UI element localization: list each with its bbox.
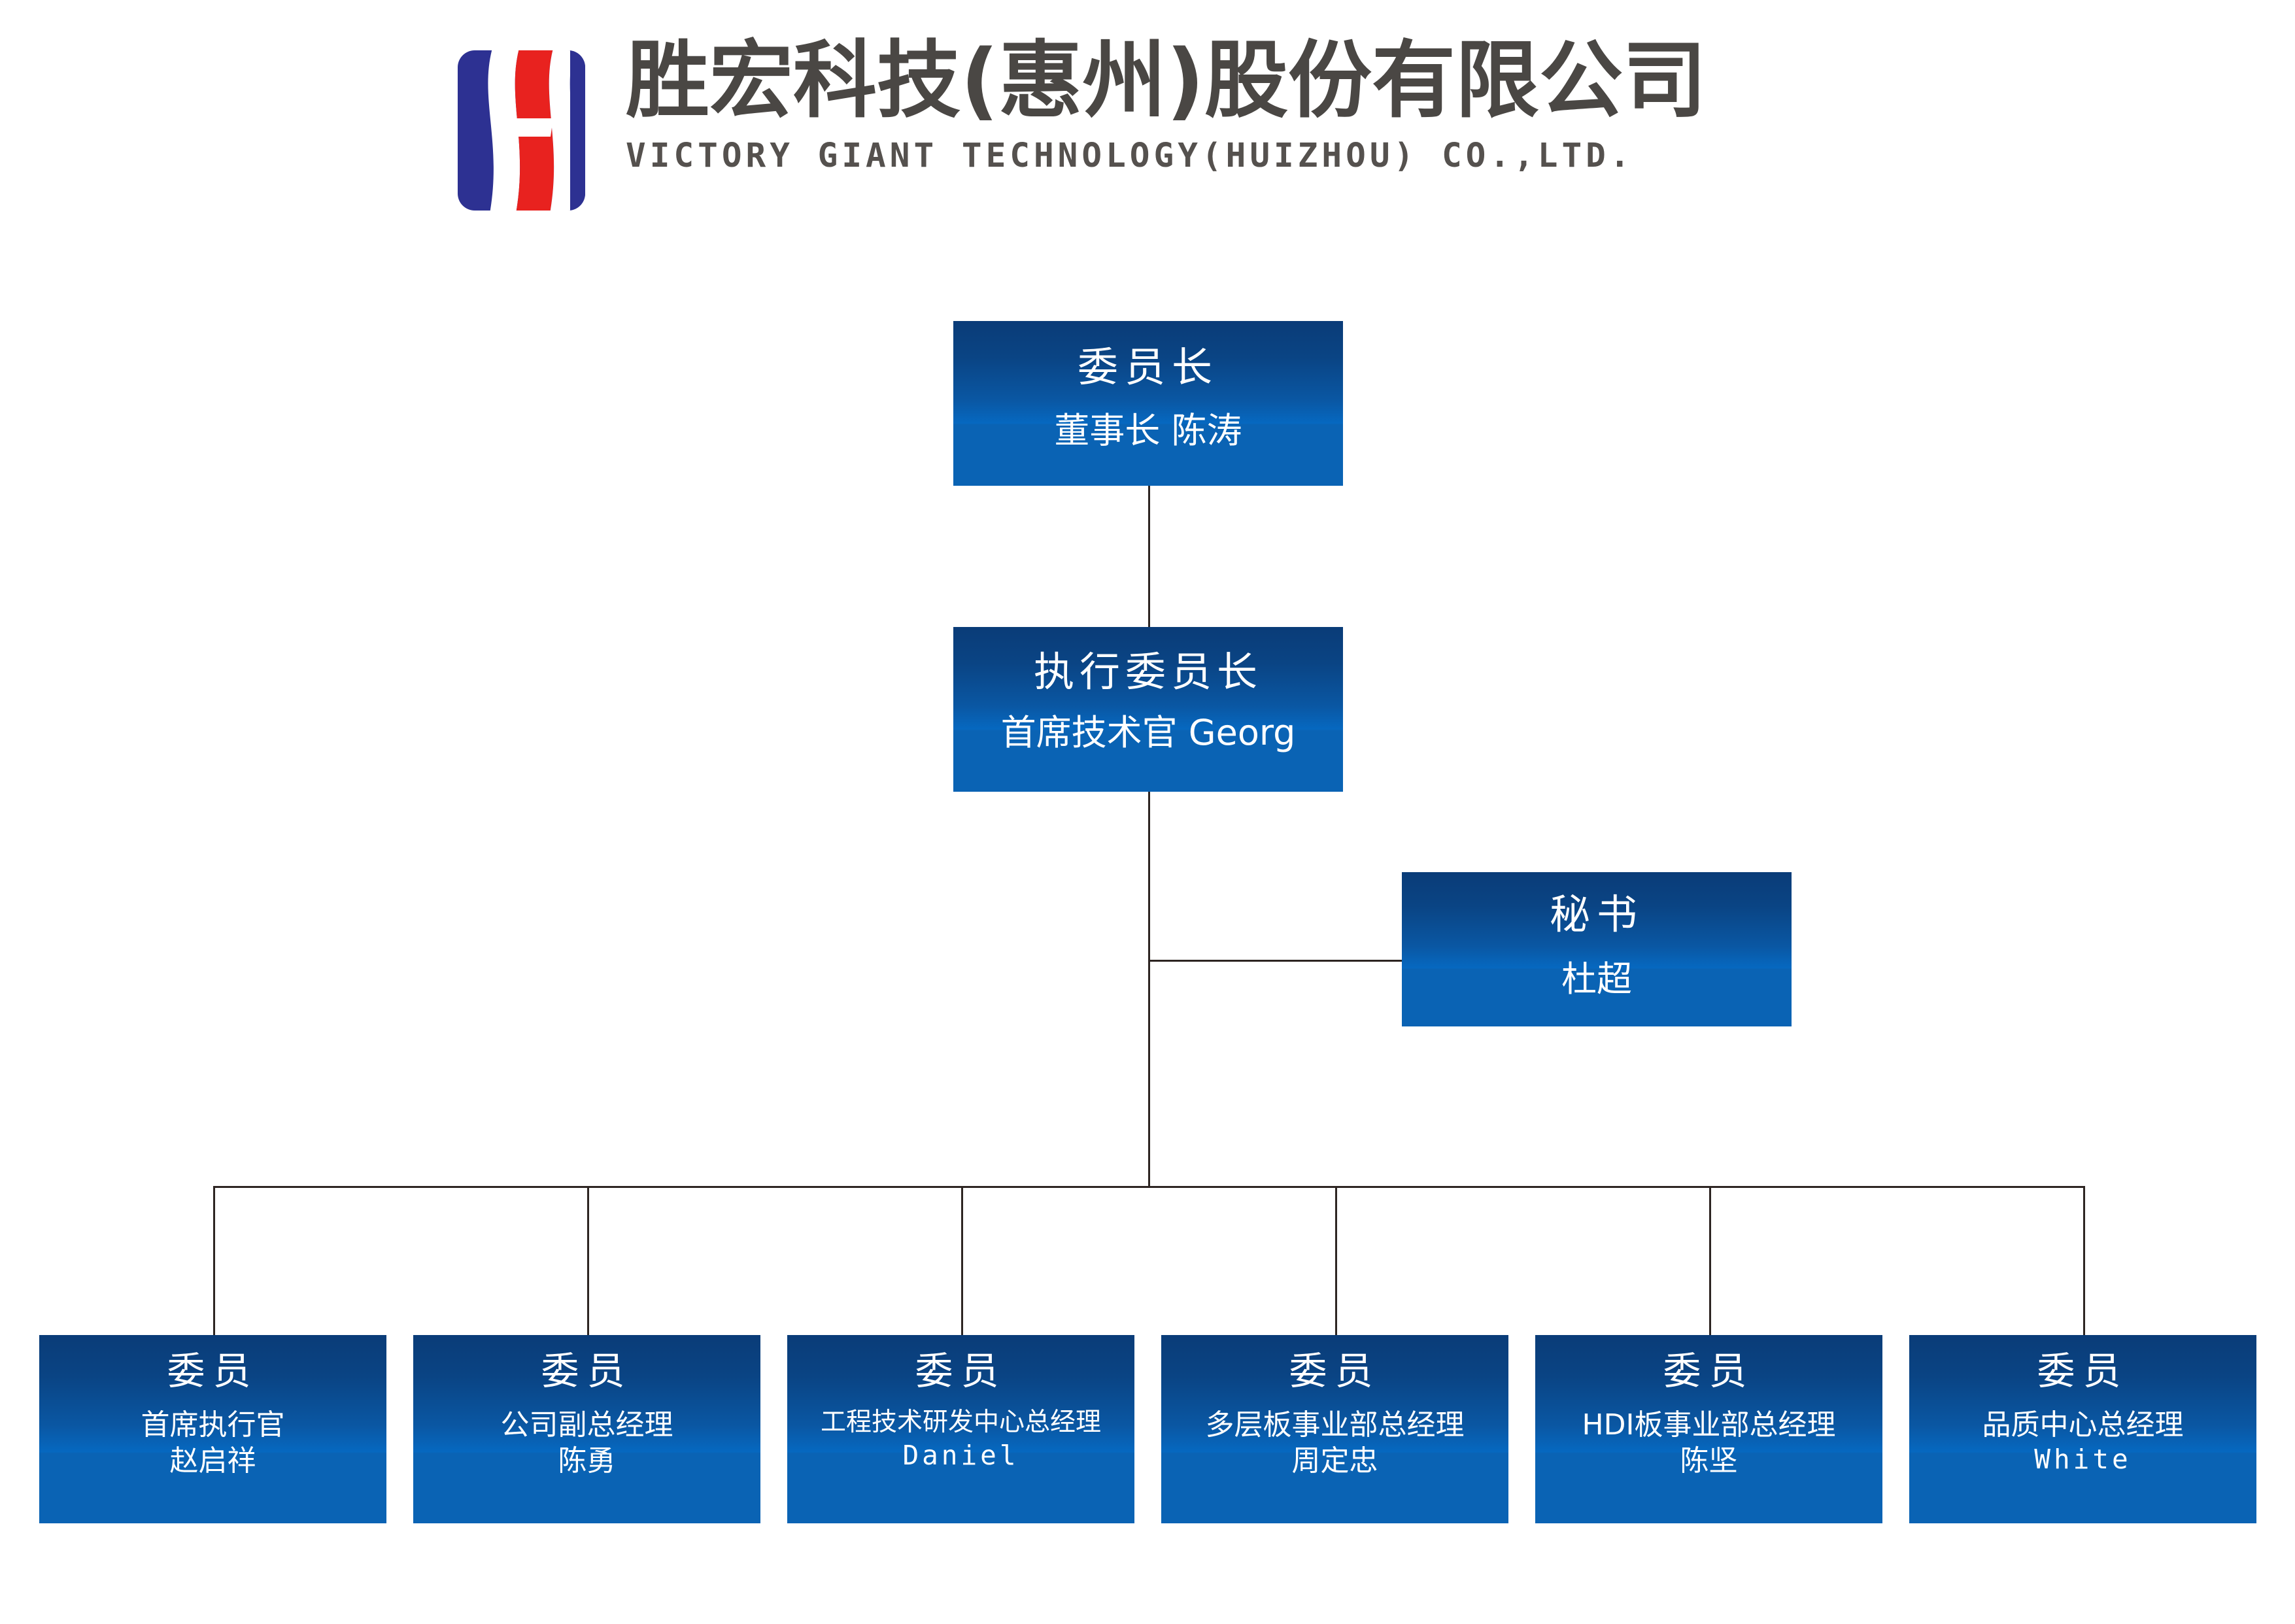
node-member-2-name: 陈勇 [558,1444,616,1478]
node-executive-chairman[interactable]: 执行委员长 首席技术官 Georg [953,627,1343,792]
connector-drop-member-2 [587,1186,589,1335]
connector-chairman-to-executive [1148,486,1150,627]
node-member-5-name: 陈坚 [1680,1444,1738,1478]
node-member-3-title: 委员 [915,1349,1007,1393]
node-member-5[interactable]: 委员 HDI板事业部总经理 陈坚 [1535,1335,1882,1523]
node-secretary-subtitle: 杜超 [1561,958,1632,1000]
node-member-1[interactable]: 委员 首席执行官 赵启祥 [39,1335,386,1523]
node-member-4-title: 委员 [1289,1349,1381,1393]
node-executive-title: 执行委员长 [1033,648,1263,696]
brand-text-block: 胜宏科技(惠州)股份有限公司 VICTORY GIANT TECHNOLOGY(… [626,32,1707,176]
node-member-4-role: 多层板事业部总经理 [1205,1408,1465,1442]
node-member-3[interactable]: 委员 工程技术研发中心总经理 Daniel [787,1335,1134,1523]
node-executive-subtitle: 首席技术官 Georg [1000,712,1296,753]
node-chairman-title: 委员长 [1077,343,1219,391]
node-member-1-title: 委员 [167,1349,259,1393]
node-member-6-title: 委员 [2037,1349,2129,1393]
victory-giant-logo-icon [458,50,585,211]
node-member-5-role: HDI板事业部总经理 [1582,1408,1836,1442]
node-member-6-role: 品质中心总经理 [1982,1408,2184,1442]
node-member-4-name: 周定忠 [1291,1444,1378,1478]
connector-drop-member-3 [961,1186,963,1335]
company-header: 胜宏科技(惠州)股份有限公司 VICTORY GIANT TECHNOLOGY(… [458,32,1707,211]
company-name-cn: 胜宏科技(惠州)股份有限公司 [626,32,1707,129]
node-member-5-title: 委员 [1663,1349,1755,1393]
connector-member-bus [213,1186,2084,1188]
node-member-2-title: 委员 [541,1349,633,1393]
connector-drop-member-1 [213,1186,215,1335]
node-member-2-role: 公司副总经理 [500,1408,673,1442]
connector-drop-member-5 [1709,1186,1711,1335]
node-member-1-role: 首席执行官 [141,1408,285,1442]
node-member-2[interactable]: 委员 公司副总经理 陈勇 [413,1335,760,1523]
connector-executive-to-secretary [1148,960,1403,962]
node-chairman[interactable]: 委员长 董事长 陈涛 [953,321,1343,486]
node-secretary[interactable]: 秘书 杜超 [1402,872,1792,1026]
connector-executive-trunk [1148,792,1150,1187]
connector-drop-member-6 [2083,1186,2085,1335]
node-member-6[interactable]: 委员 品质中心总经理 White [1909,1335,2256,1523]
connector-drop-member-4 [1335,1186,1337,1335]
node-secretary-title: 秘书 [1549,890,1644,938]
node-member-1-name: 赵启祥 [169,1444,256,1478]
node-member-3-name: Daniel [902,1439,1019,1471]
node-member-3-role: 工程技术研发中心总经理 [820,1408,1101,1437]
node-chairman-subtitle: 董事长 陈涛 [1054,410,1242,451]
node-member-6-name: White [2034,1444,2132,1475]
node-member-4[interactable]: 委员 多层板事业部总经理 周定忠 [1161,1335,1508,1523]
company-name-en: VICTORY GIANT TECHNOLOGY(HUIZHOU) CO.,LT… [626,137,1634,176]
